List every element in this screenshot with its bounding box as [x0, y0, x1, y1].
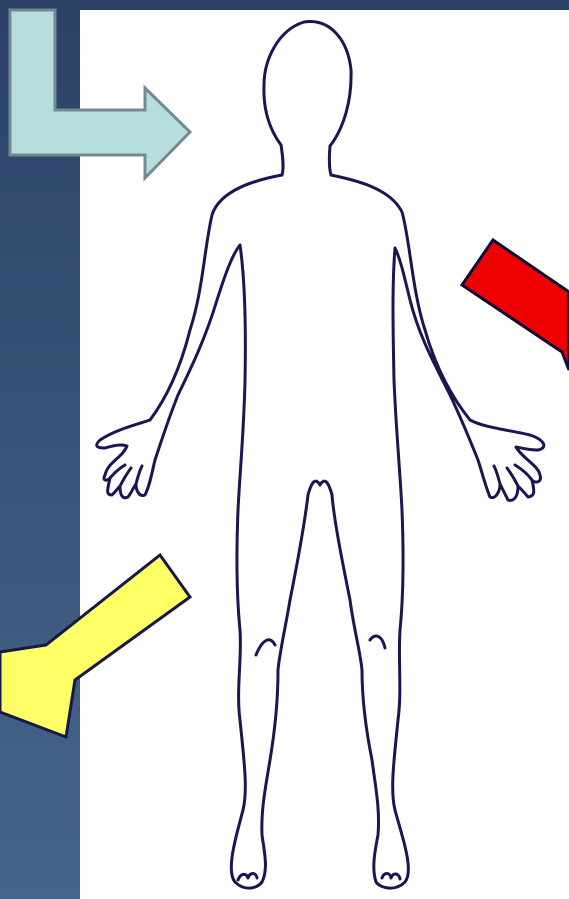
neck-left: [281, 145, 283, 175]
neck-right: [329, 146, 331, 175]
